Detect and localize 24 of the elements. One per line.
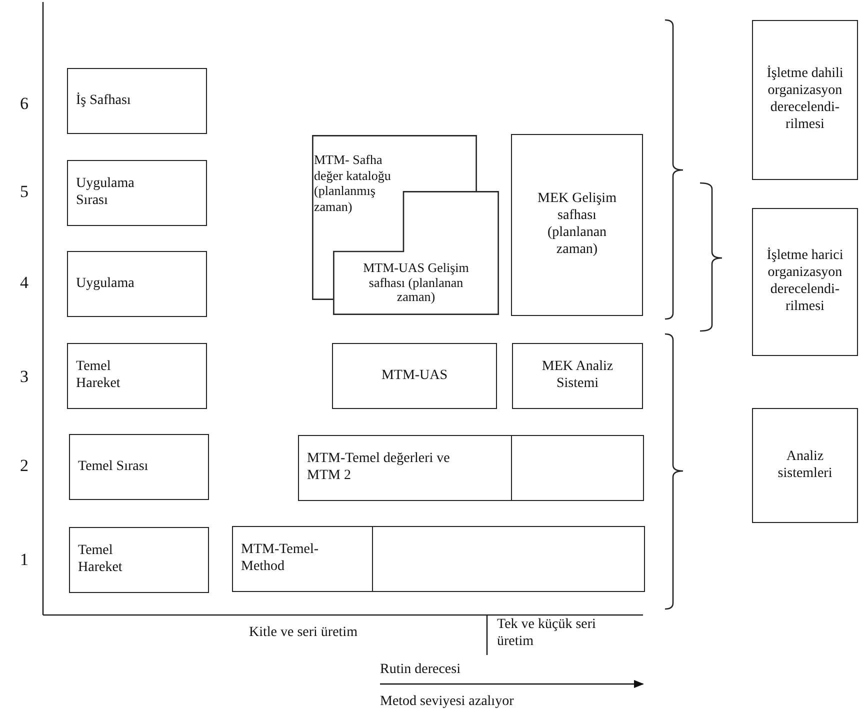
row-number: 2	[20, 456, 28, 476]
text-box: İşletme dahili organizasyon derecelendi-rilmesi	[752, 20, 858, 180]
text-box: İşletme harici organizasyon derecelendi-rilmesi	[752, 208, 858, 356]
text-box: MTM-UAS	[332, 343, 497, 409]
row-number: 3	[20, 367, 28, 388]
text-box: Temel Hareket	[69, 527, 209, 593]
row-number: 5	[20, 182, 28, 202]
text-box: Temel Sırası	[69, 434, 209, 500]
text-box: Uygulama Sırası	[67, 160, 207, 226]
axis-label: Rutin derecesi	[380, 662, 460, 679]
axis-label: Metod seviyesi azalıyor	[380, 694, 514, 711]
text-box: MTM-Temel değerleri ve MTM 2	[298, 435, 512, 501]
text-box: MTM-Temel-Method	[232, 526, 373, 592]
row-number: 4	[20, 273, 28, 294]
row-number: 6	[20, 94, 28, 114]
row-number: 1	[20, 550, 28, 570]
text-box: Temel Hareket	[67, 343, 207, 409]
text-box: Analiz sistemleri	[752, 408, 858, 523]
text-box: MEK Gelişim safhası (planlanan zaman)	[511, 134, 643, 316]
axis-label: Tek ve küçük seri üretim	[497, 617, 597, 651]
axis-label: Kitle ve seri üretim	[249, 625, 358, 642]
text-box: Uygulama	[67, 251, 207, 317]
text-box: İş Safhası	[67, 68, 207, 134]
text-box: MEK Analiz Sistemi	[512, 343, 643, 409]
